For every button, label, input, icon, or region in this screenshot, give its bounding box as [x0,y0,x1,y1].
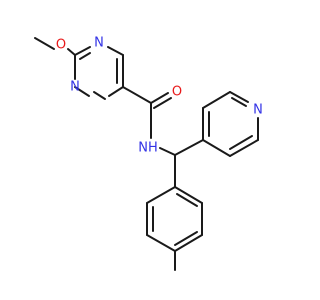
bond-c5-carbonyl [122,86,152,104]
atom-pyrimidine-n3: N [70,80,80,95]
atom-pyrimidine-n1: N [94,36,104,51]
bond-py-c2-n-double [231,97,247,107]
bond-py-c5-c4 [202,139,231,157]
atom-pyridine-nitrogen: N [253,103,263,118]
atom-amide-nitrogen: NH [138,141,158,156]
bond-tol-c4-c5 [146,234,176,252]
bond-tol-c1-c2 [174,186,203,204]
atom-labels: O N N O NH N [56,36,263,156]
bond-ch-pyridine [174,139,204,156]
bond-py-c6-c5-double [229,135,253,150]
bond-tol-c6-c1 [146,186,176,204]
bond-c4-n3 [74,86,90,97]
atom-methoxy-oxygen: O [56,38,66,53]
bond-co-double-2 [153,97,172,109]
bond-methyl-o [34,37,55,50]
bond-c4-n3-double [93,91,106,100]
bond-c2-n1-double [79,52,91,60]
bond-tol-c3-c4-double [174,231,198,246]
bond-tol-c1-c2-double [176,193,198,207]
bond-co-double-1 [150,92,169,104]
bond-n1-c6 [107,46,124,56]
bond-tol-c3-c4 [174,234,203,252]
bond-c2-n1 [74,46,91,56]
bond-c5-c4 [108,86,124,97]
bond-o-c2 [67,48,76,56]
bond-py-c3-c2 [202,91,231,109]
atom-carbonyl-oxygen: O [172,85,182,100]
bond-py-c6-c5 [229,139,259,157]
bonds [34,37,259,271]
bond-py-c2-n [229,91,249,103]
bond-n-ch [159,147,176,156]
molecule-structure: O N N O NH N [34,36,263,271]
